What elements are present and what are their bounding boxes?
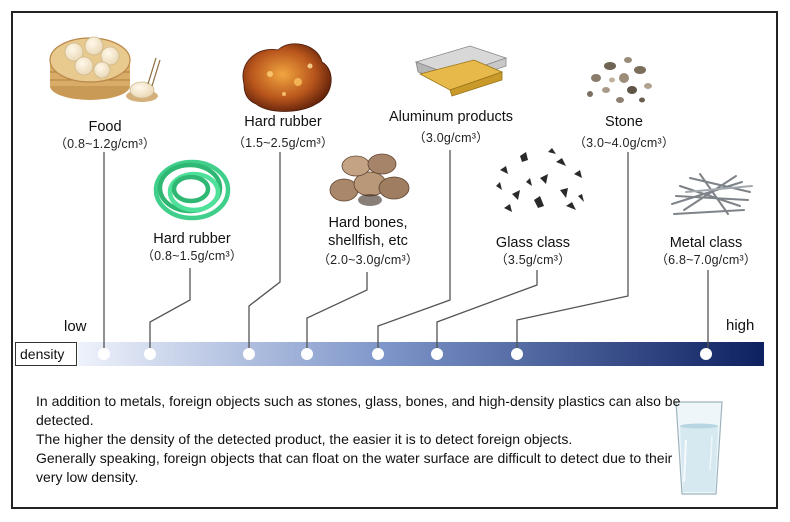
- axis-low-label: low: [64, 318, 87, 335]
- aluminum-tray-icon: [414, 45, 508, 97]
- marker-bones: [301, 348, 313, 360]
- material-density: （2.0~3.0g/cm³）: [317, 253, 419, 267]
- material-label-bones: Hard bones, shellfish, etc （2.0~3.0g/cm³…: [317, 214, 418, 268]
- note-line-3: Generally speaking, foreign objects that…: [36, 450, 673, 485]
- material-name: Hard rubber: [153, 231, 231, 247]
- leader-line-alu: [377, 150, 451, 353]
- material-label-amber: Hard rubber （1.5~2.5g/cm³）: [232, 113, 333, 151]
- material-name: Aluminum products: [388, 109, 514, 125]
- material-name: Food: [88, 119, 122, 135]
- leader-line-bones: [306, 272, 368, 353]
- material-density: （3.5g/cm³）: [495, 253, 571, 267]
- metal-nails-icon: [671, 173, 753, 215]
- marker-metal: [700, 348, 712, 360]
- marker-hose: [144, 348, 156, 360]
- shellfish-icon: [329, 153, 410, 206]
- note-line-2: The higher the density of the detected p…: [36, 431, 573, 447]
- material-label-food: Food （0.8~1.2g/cm³）: [54, 118, 155, 152]
- leader-line-glass: [436, 270, 538, 353]
- material-name: Glass class: [495, 235, 571, 251]
- material-label-hose: Hard rubber （0.8~1.5g/cm³）: [141, 230, 242, 264]
- material-density: （3.0g/cm³）: [413, 131, 489, 145]
- diagram-frame: [11, 11, 778, 509]
- note-line-1: In addition to metals, foreign objects s…: [36, 393, 681, 428]
- leader-line-stone: [516, 152, 629, 353]
- material-density: （1.5~2.5g/cm³）: [232, 136, 334, 150]
- material-label-glass: Glass class （3.5g/cm³）: [495, 234, 571, 268]
- density-bar: [78, 342, 764, 366]
- marker-stone: [511, 348, 523, 360]
- material-label-metal: Metal class （6.8~7.0g/cm³）: [655, 234, 756, 268]
- material-name: Hard rubber: [244, 114, 322, 130]
- rubber-hose-icon: [153, 159, 231, 221]
- material-name: Metal class: [669, 235, 743, 251]
- glass-shards-icon: [496, 148, 584, 212]
- material-name: Stone: [605, 114, 643, 130]
- steamed-buns-icon: [49, 36, 161, 102]
- water-glass-icon: [675, 401, 723, 495]
- material-name: Hard bones,: [328, 215, 408, 231]
- leader-lines: [103, 150, 709, 353]
- material-label-alu: Aluminum products （3.0g/cm³）: [389, 108, 513, 146]
- material-label-stone: Stone （3.0~4.0g/cm³）: [573, 113, 674, 151]
- axis-high-label: high: [726, 317, 755, 334]
- amber-rubber-icon: [242, 43, 332, 112]
- marker-amber: [243, 348, 255, 360]
- marker-food: [98, 348, 110, 360]
- material-density: （0.8~1.2g/cm³）: [54, 137, 156, 151]
- stones-icon: [587, 57, 652, 103]
- leader-line-hose: [149, 268, 191, 353]
- material-density: （6.8~7.0g/cm³）: [655, 253, 757, 267]
- marker-alu: [372, 348, 384, 360]
- leader-line-amber: [248, 152, 281, 353]
- explanation-text: In addition to metals, foreign objects s…: [36, 392, 686, 487]
- density-markers: [98, 348, 712, 360]
- material-density: （3.0~4.0g/cm³）: [573, 136, 675, 150]
- marker-glass: [431, 348, 443, 360]
- material-density: （0.8~1.5g/cm³）: [141, 249, 243, 263]
- material-name-line2: shellfish, etc: [328, 233, 408, 249]
- axis-label-density: density: [15, 342, 77, 366]
